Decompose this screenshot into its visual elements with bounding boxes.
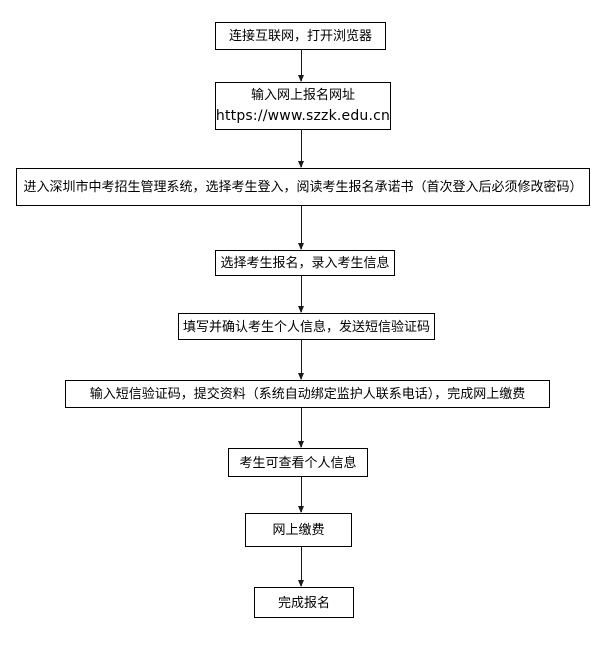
flow-arrow-down-2 [298,130,304,168]
step-complete-registration: 完成报名 [254,587,354,618]
flow-arrow-down-4 [298,276,304,313]
step-online-payment: 网上缴费 [245,513,352,547]
registration-url: https://www.szzk.edu.cn [215,107,391,124]
step-label: 完成报名 [277,594,330,610]
step-login-system: 进入深圳市中考招生管理系统，选择考生登入，阅读考生报名承诺书（首次登入后必须修改… [16,168,590,206]
flow-arrow-down-1 [298,50,304,82]
step-label: 考生可查看个人信息 [239,454,357,470]
step-label: 网上缴费 [272,522,325,538]
step-submit-materials: 输入短信验证码，提交资料（系统自动绑定监护人联系电话），完成网上缴费 [65,380,550,408]
step-label: 进入深圳市中考招生管理系统，选择考生登入，阅读考生报名承诺书（首次登入后必须修改… [23,179,583,195]
step-confirm-personal-info: 填写并确认考生个人信息，发送短信验证码 [178,313,435,340]
step-label: 选择考生报名，录入考生信息 [220,255,390,271]
step-label: 输入短信验证码，提交资料（系统自动绑定监护人联系电话），完成网上缴费 [89,386,526,402]
flow-arrow-down-7 [298,477,304,513]
step-view-personal-info: 考生可查看个人信息 [228,448,368,477]
flow-arrow-down-6 [298,408,304,448]
step-label: 填写并确认考生个人信息，发送短信验证码 [183,318,431,334]
step-select-registration: 选择考生报名，录入考生信息 [215,250,395,276]
step-label: 输入网上报名网址 [250,87,355,103]
step-enter-url: 输入网上报名网址 https://www.szzk.edu.cn [215,82,391,130]
step-connect-internet: 连接互联网，打开浏览器 [215,22,386,50]
step-label: 连接互联网，打开浏览器 [228,28,372,44]
flow-arrow-down-8 [298,547,304,587]
flow-arrow-down-5 [298,340,304,380]
flow-arrow-down-3 [298,206,304,250]
